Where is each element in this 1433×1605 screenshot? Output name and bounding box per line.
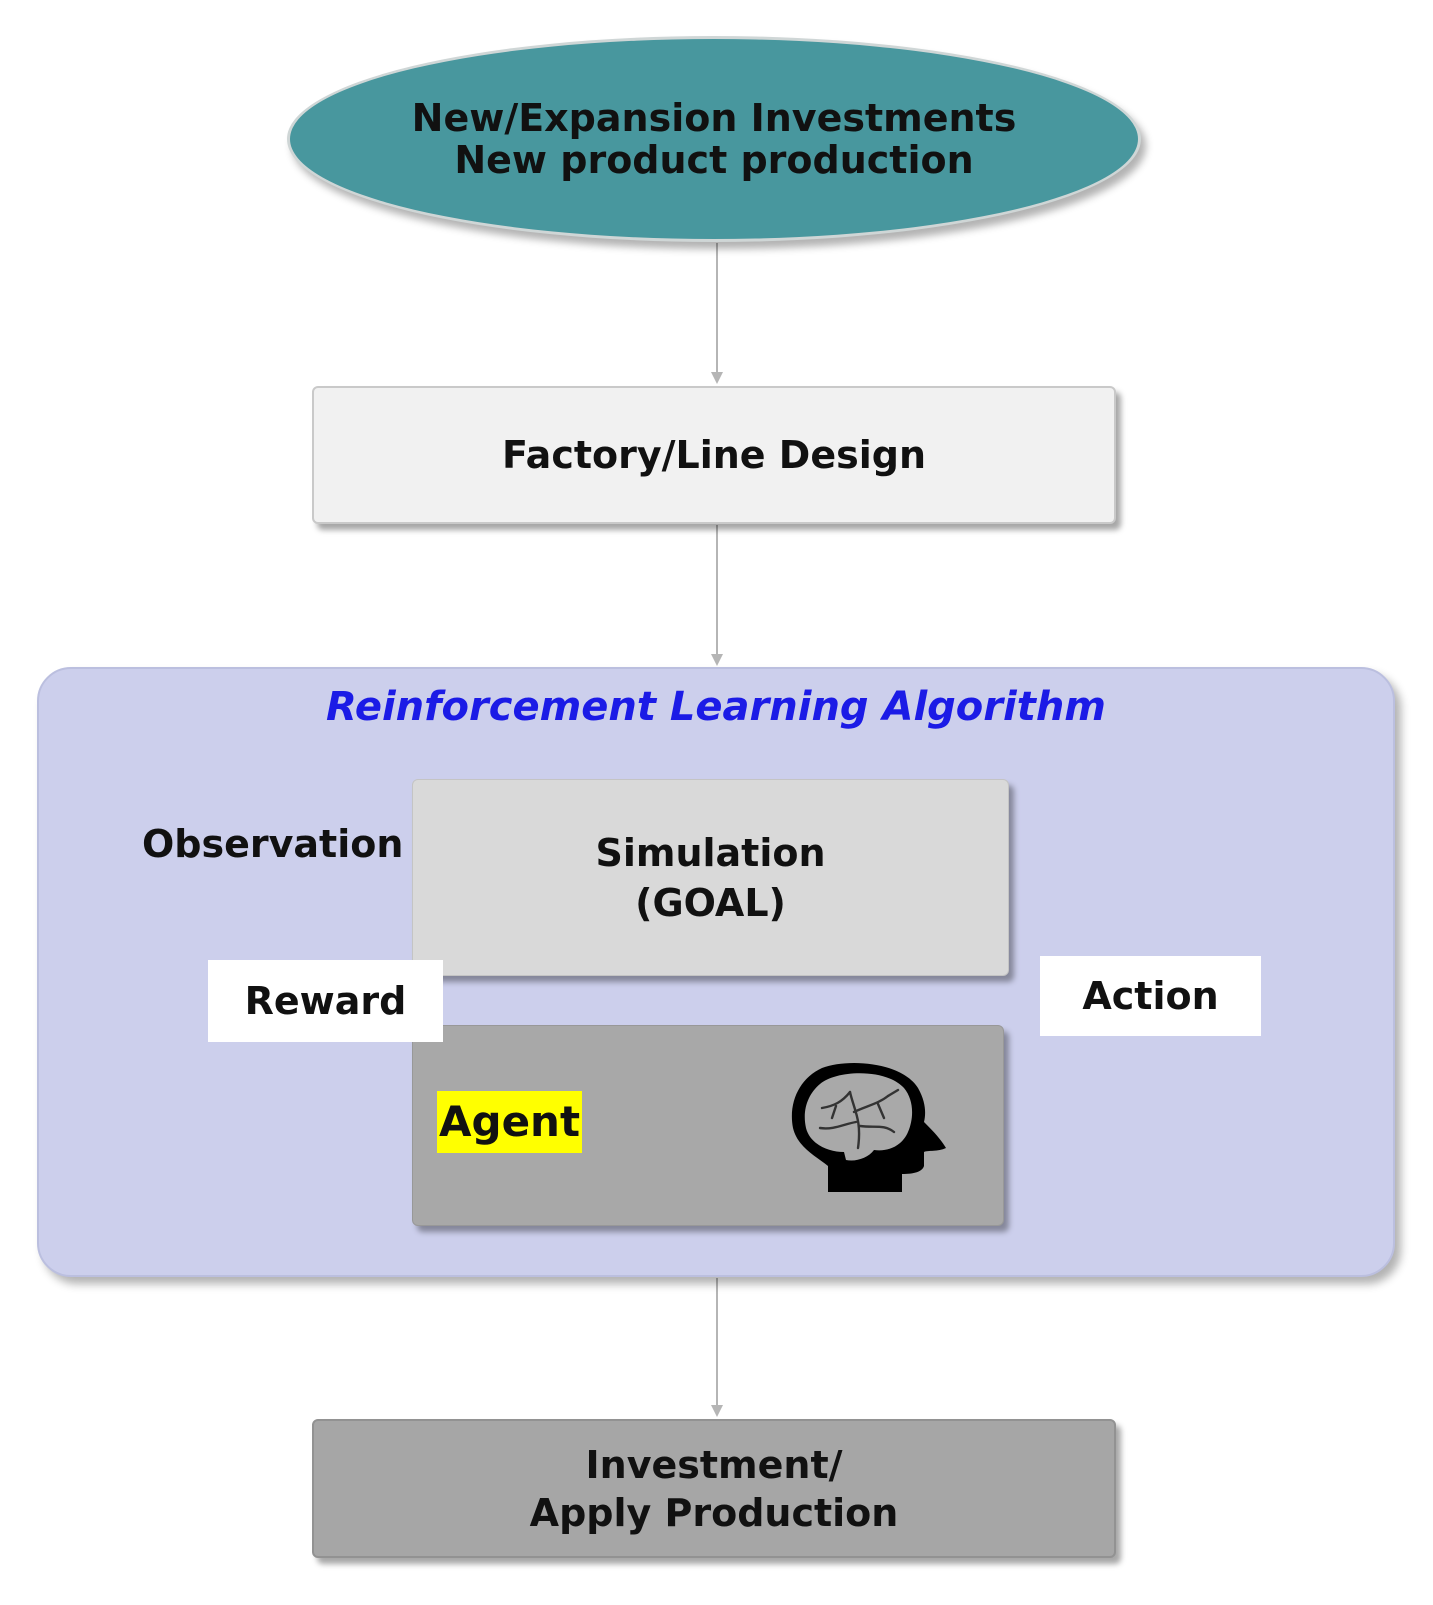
action-label: Action [1082,974,1219,1018]
reward-label: Reward [244,979,407,1023]
design-node: Factory/Line Design [312,386,1116,524]
end-node: Investment/ Apply Production [312,1419,1116,1558]
end-node-line1: Investment/ [585,1442,843,1487]
start-node-line1: New/Expansion Investments [411,96,1017,140]
agent-label: Agent [437,1091,583,1153]
simulation-line1: Simulation [595,830,826,875]
reward-label-box: Reward [208,960,443,1042]
observation-label: Observation [142,822,404,866]
simulation-node: Simulation (GOAL) [412,779,1009,976]
start-node-ellipse: New/Expansion Investments New product pr… [287,36,1141,242]
action-label-box: Action [1040,956,1261,1036]
brain-head-icon [791,1062,946,1192]
simulation-line2: (GOAL) [635,880,786,925]
rl-group-title: Reinforcement Learning Algorithm [326,684,1106,730]
start-node-line2: New product production [454,138,974,182]
design-node-label: Factory/Line Design [501,433,927,477]
end-node-line2: Apply Production [529,1490,899,1535]
